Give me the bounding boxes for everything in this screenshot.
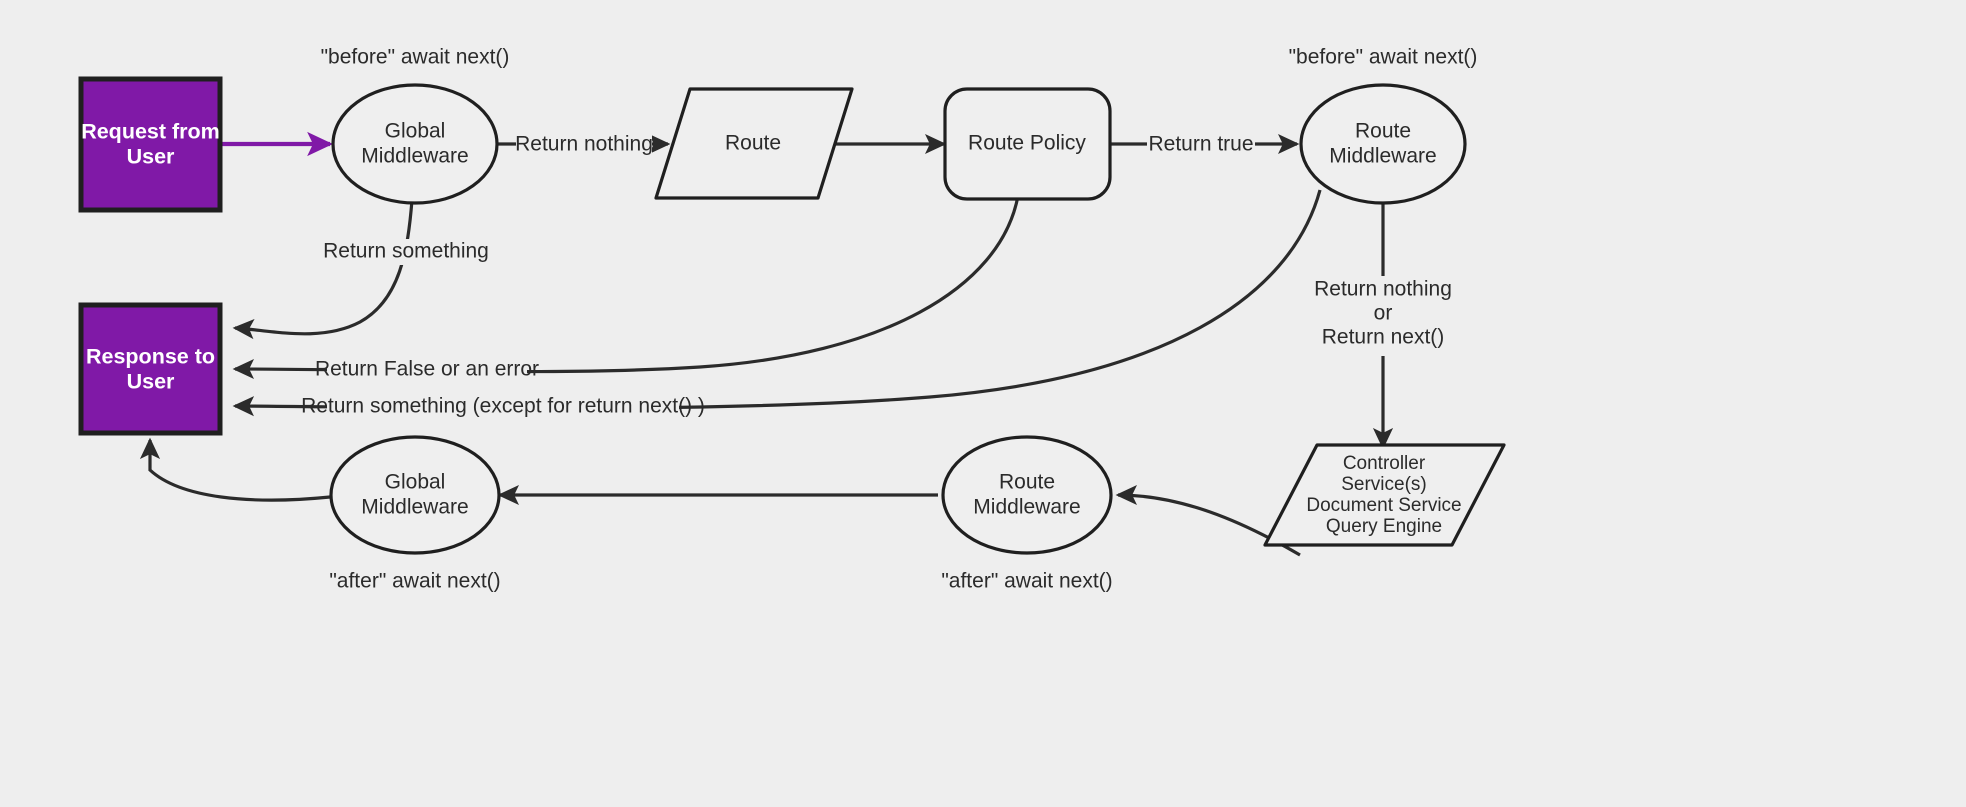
edge-label-return-nothing: Return nothing: [515, 133, 653, 156]
edge-global-middleware-after-to-response: [139, 437, 331, 502]
node-route-policy[interactable]: Route Policy: [943, 87, 1112, 201]
global-middleware-after-label-line1: Global: [385, 471, 446, 494]
controller-stack-label-line3: Document Service: [1306, 495, 1461, 516]
node-request-from-user[interactable]: Request from User: [78, 76, 223, 213]
response-to-user-label-line2: User: [127, 370, 175, 394]
edge-label-return-something-except-next: Return something (except for return next…: [301, 395, 705, 418]
node-controller-stack[interactable]: Controller Service(s) Document Service Q…: [1263, 443, 1506, 547]
annotation-after-global-middleware: "after" await next(): [329, 570, 500, 593]
route-middleware-before-label-line1: Route: [1355, 120, 1411, 143]
node-response-to-user[interactable]: Response to User: [78, 302, 223, 436]
label-knockout: [1147, 132, 1255, 158]
global-middleware-before-label-line2: Middleware: [361, 145, 468, 168]
node-global-middleware-after[interactable]: Global Middleware: [329, 435, 501, 555]
controller-stack-label-line1: Controller: [1343, 453, 1426, 474]
response-to-user-label-line1: Response to: [86, 345, 215, 369]
global-middleware-before-label-line1: Global: [385, 120, 446, 143]
label-knockout: [327, 357, 527, 383]
route-label: Route: [725, 132, 781, 155]
edge-label-route-middleware-out-line2: or: [1374, 302, 1393, 325]
edge-label-return-true: Return true: [1148, 133, 1253, 156]
controller-stack-label-line2: Service(s): [1341, 474, 1427, 495]
node-global-middleware-before[interactable]: Global Middleware: [331, 83, 499, 205]
route-middleware-after-label-line1: Route: [999, 471, 1055, 494]
annotation-before-global-middleware: "before" await next(): [321, 46, 510, 69]
global-middleware-after-label-line2: Middleware: [361, 496, 468, 519]
request-from-user-label-line1: Request from: [81, 120, 220, 144]
annotation-before-route-middleware: "before" await next(): [1289, 46, 1478, 69]
edge-route-policy-to-response: [232, 195, 1020, 380]
node-route-middleware-before[interactable]: Route Middleware: [1299, 83, 1467, 205]
route-middleware-after-label-line2: Middleware: [973, 496, 1080, 519]
request-from-user-label-line2: User: [127, 145, 175, 169]
edge-label-return-false-or-error: Return False or an error: [315, 358, 539, 381]
annotation-after-route-middleware: "after" await next(): [941, 570, 1112, 593]
label-knockout: [327, 394, 679, 420]
edge-label-route-middleware-out-line3: Return next(): [1322, 326, 1445, 349]
route-middleware-before-label-line2: Middleware: [1329, 145, 1436, 168]
edge-label-route-middleware-out-line1: Return nothing: [1314, 278, 1452, 301]
edge-label-return-something: Return something: [323, 240, 489, 263]
edge-global-middleware-to-response: [232, 199, 414, 340]
label-knockout: [1312, 276, 1455, 356]
node-route[interactable]: Route: [654, 87, 854, 200]
controller-stack-label-line4: Query Engine: [1326, 516, 1442, 537]
label-knockout: [328, 239, 484, 265]
label-knockout: [516, 132, 652, 158]
route-policy-label: Route Policy: [968, 132, 1086, 155]
node-route-middleware-after[interactable]: Route Middleware: [941, 435, 1113, 555]
